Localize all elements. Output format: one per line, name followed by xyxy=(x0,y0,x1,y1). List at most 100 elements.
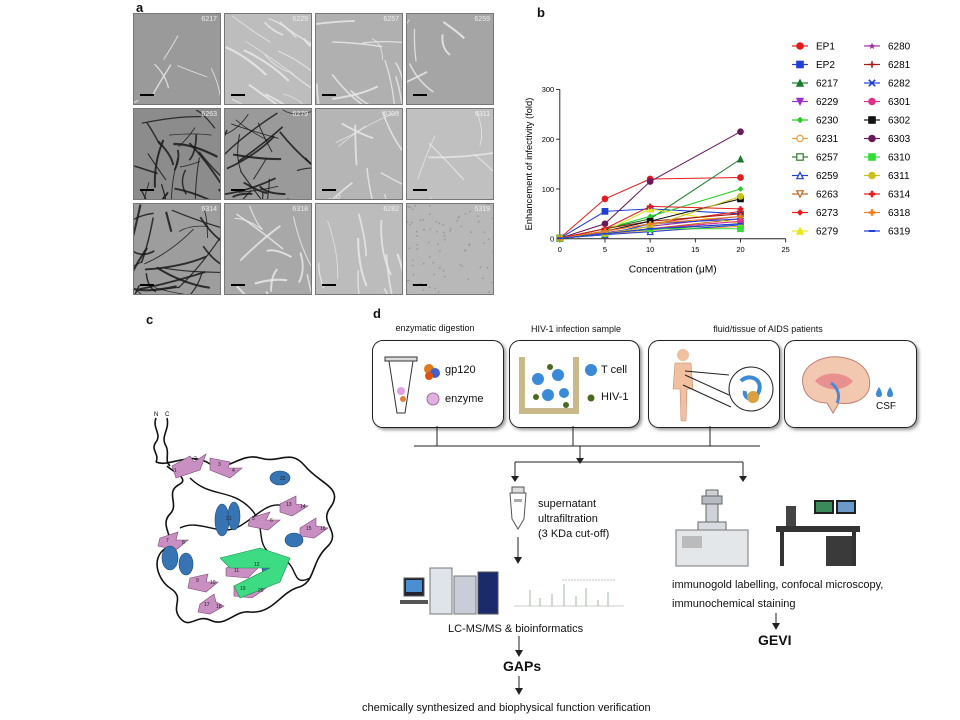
scale-bar xyxy=(140,284,154,286)
fibril xyxy=(243,49,290,82)
grain xyxy=(428,213,431,215)
grain xyxy=(492,250,493,253)
immuno-methods: immunogold labelling, confocal microscop… xyxy=(672,576,883,614)
tem-fibrils xyxy=(134,35,220,104)
fibril xyxy=(265,290,269,294)
fibril xyxy=(332,41,383,48)
caption-enzymatic: enzymatic digestion xyxy=(395,323,475,333)
fibril xyxy=(231,98,243,104)
fibril xyxy=(225,46,268,76)
fibril xyxy=(178,225,207,232)
verification-label: chemically synthesized and biophysical f… xyxy=(362,702,651,714)
tem-sample-id: 6229 xyxy=(292,16,308,23)
tem-sample-id: 6259 xyxy=(474,16,490,23)
fibril xyxy=(154,287,186,294)
fibril xyxy=(264,54,293,74)
caption-hiv-sample: HIV-1 infection sample xyxy=(530,324,622,334)
grain xyxy=(449,227,452,230)
fibril xyxy=(190,273,203,294)
mass-spectrum-icon xyxy=(514,579,624,607)
residue-label: 18 xyxy=(216,604,222,610)
panel-label-d: d xyxy=(373,306,381,321)
series-line xyxy=(559,131,741,239)
fibril xyxy=(316,83,320,104)
grain xyxy=(486,204,489,205)
grain xyxy=(479,266,482,269)
fibril xyxy=(383,288,388,294)
tem-fibrils xyxy=(225,109,311,199)
residue-label: 9 xyxy=(196,578,199,584)
fibril xyxy=(357,213,367,257)
fibril xyxy=(298,252,304,284)
gevi-label: GEVI xyxy=(758,632,792,648)
fibril xyxy=(254,278,288,285)
grain xyxy=(411,264,414,267)
grain xyxy=(493,272,494,274)
grain xyxy=(488,291,491,293)
enzyme-label: enzyme xyxy=(445,393,484,405)
fibril xyxy=(248,83,278,104)
filtration-step-2: ultrafiltration xyxy=(538,513,598,525)
tem-image: 6319 xyxy=(406,203,494,295)
fibril xyxy=(239,170,262,199)
fibril xyxy=(153,139,165,188)
immuno-line-1: immunogold labelling, confocal microscop… xyxy=(672,579,884,591)
tem-image: 6311 xyxy=(406,108,494,200)
residue-label: 22 xyxy=(280,476,286,482)
y-tick-label: 100 xyxy=(542,185,554,194)
grain xyxy=(407,205,410,208)
fibril xyxy=(162,198,165,199)
fibril xyxy=(381,111,402,152)
fibril xyxy=(407,70,428,83)
fibril xyxy=(194,157,200,199)
residue-label: 17 xyxy=(204,602,210,608)
grain xyxy=(461,265,464,267)
fibril xyxy=(279,21,311,45)
legend-marker xyxy=(796,42,804,50)
scale-bar xyxy=(140,189,154,191)
legend-label: 6273 xyxy=(816,208,839,219)
fibril xyxy=(140,217,154,264)
legend-label: 6229 xyxy=(816,97,839,108)
grain xyxy=(491,281,493,284)
culture-well-icon xyxy=(519,357,579,414)
tem-sample-id: 6282 xyxy=(383,206,399,213)
x-tick-label: 15 xyxy=(691,245,699,254)
t-cell-icon xyxy=(585,364,597,376)
fibril xyxy=(430,197,432,199)
data-point xyxy=(737,225,744,233)
x-tick-label: 0 xyxy=(558,245,562,254)
x-tick-label: 10 xyxy=(646,245,654,254)
scale-bar xyxy=(413,94,427,96)
fibril xyxy=(231,123,279,139)
grain xyxy=(422,262,425,265)
residue-label: 3 xyxy=(218,462,221,468)
confocal-microscope-icon xyxy=(776,500,860,566)
tem-fibrils xyxy=(234,205,311,294)
fibril xyxy=(195,109,216,129)
gp120-label: gp120 xyxy=(445,364,476,376)
grain xyxy=(456,220,458,222)
residue-label: 16 xyxy=(320,526,326,532)
tube-icon xyxy=(384,356,418,414)
fibril xyxy=(476,111,483,146)
x-tick-label: 25 xyxy=(782,245,790,254)
data-point xyxy=(601,195,609,203)
grain xyxy=(437,291,440,293)
legend-marker xyxy=(868,42,876,50)
grain xyxy=(477,215,479,217)
grain xyxy=(436,230,439,233)
tem-fibrils xyxy=(417,111,493,199)
x-tick-label: 20 xyxy=(736,245,744,254)
fibril xyxy=(160,183,167,199)
immuno-line-2: immunochemical staining xyxy=(672,598,796,610)
fibril xyxy=(296,167,311,172)
tem-sample-id: 6319 xyxy=(474,206,490,213)
grain xyxy=(409,206,412,209)
fibril xyxy=(263,21,284,36)
fibril xyxy=(202,245,220,265)
residue-label: 4 xyxy=(232,468,235,474)
grain xyxy=(442,223,445,226)
fibril xyxy=(154,63,170,89)
lc-ms-instrument-icon xyxy=(400,567,499,615)
